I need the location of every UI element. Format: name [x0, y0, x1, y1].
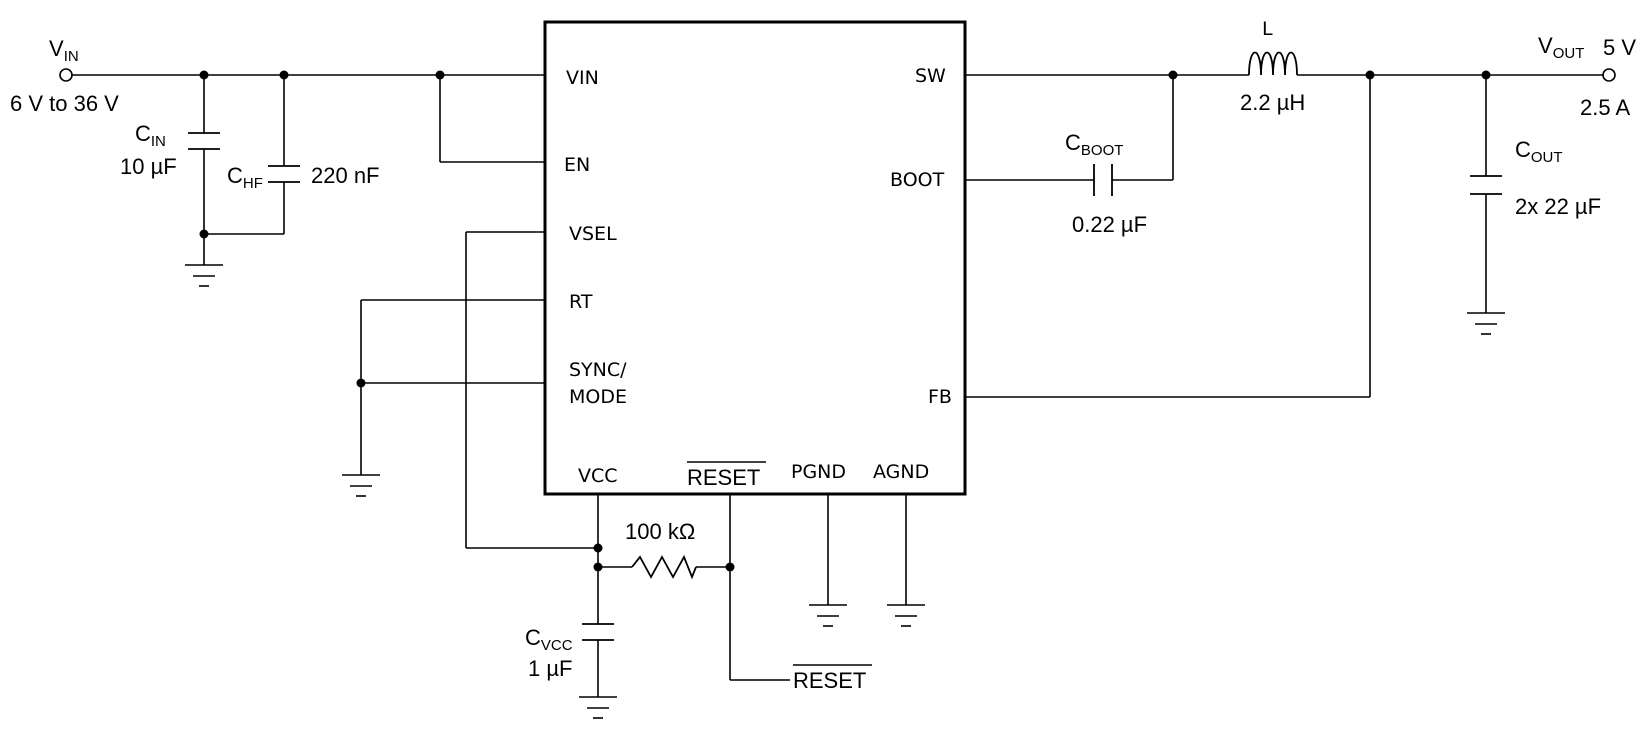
pin-label-vin: VIN: [566, 67, 599, 89]
junction-dot: [435, 70, 445, 80]
pin-label-rt: RT: [569, 291, 593, 313]
rt-ground-symbol: [342, 474, 380, 497]
vin-label: VIN: [49, 36, 79, 65]
cboot-capacitor: [1093, 164, 1113, 196]
junction-dot: [199, 70, 209, 80]
junction-dot: [279, 70, 289, 80]
input-wiring: [67, 74, 545, 265]
junction-dot: [1481, 70, 1491, 80]
cout-value: 2x 22 µF: [1515, 194, 1601, 219]
pin-label-pgnd: PGND: [791, 461, 846, 483]
chf-label: CHF: [227, 163, 263, 192]
output-ground-symbol: [1467, 312, 1505, 335]
input-ground-symbol: [185, 264, 223, 287]
pin-label-vcc: VCC: [578, 465, 618, 487]
junction-dot: [356, 378, 366, 388]
vout-voltage: 5 V: [1603, 35, 1636, 60]
cin-label: CIN: [135, 121, 166, 150]
vout-label: VOUT: [1538, 33, 1584, 62]
vout-terminal: [1602, 68, 1616, 82]
cvcc-value: 1 µF: [528, 656, 572, 681]
output-wiring: [965, 74, 1603, 398]
reset-output-label: RESET: [793, 668, 866, 693]
bottom-wiring: [597, 494, 907, 697]
junction-dot: [725, 562, 735, 572]
junction-dot: [1365, 70, 1375, 80]
resistor-value: 100 kΩ: [625, 519, 695, 544]
pin-label-reset: RESET: [687, 465, 760, 490]
pin-label-agnd: AGND: [873, 461, 929, 483]
vout-current: 2.5 A: [1580, 95, 1630, 120]
cvcc-ground-symbol: [579, 696, 617, 719]
cvcc-capacitor: [582, 623, 614, 641]
ic-body: [543, 20, 967, 496]
pgnd-ground-symbol: [809, 604, 847, 627]
chf-capacitor: [268, 165, 300, 183]
cout-capacitor: [1470, 175, 1502, 195]
pin-label-sw: SW: [915, 65, 946, 87]
pin-label-en: EN: [564, 154, 590, 176]
junction-dot: [1168, 70, 1178, 80]
inductor-coil: [1248, 51, 1298, 76]
pin-label-mode: MODE: [569, 386, 627, 408]
junction-dot: [593, 543, 603, 553]
cboot-label: CBOOT: [1065, 130, 1123, 159]
cboot-value: 0.22 µF: [1072, 212, 1147, 237]
vin-terminal: [59, 68, 73, 82]
cin-value: 10 µF: [120, 154, 177, 179]
junction-dot: [199, 229, 209, 239]
agnd-ground-symbol: [887, 604, 925, 627]
inductor-label: L: [1262, 18, 1273, 40]
cout-label: COUT: [1515, 137, 1563, 166]
resistor-zigzag: [631, 554, 697, 580]
pin-label-fb: FB: [928, 386, 952, 408]
vin-range-label: 6 V to 36 V: [10, 91, 119, 116]
pin-label-sync: SYNC/: [569, 359, 627, 381]
chf-value: 220 nF: [311, 163, 380, 188]
cin-capacitor: [188, 132, 220, 150]
cvcc-label: CVCC: [525, 625, 573, 654]
pin-label-boot: BOOT: [890, 169, 945, 191]
pin-label-vsel: VSEL: [569, 223, 617, 245]
junction-dot: [593, 562, 603, 572]
inductor-value: 2.2 µH: [1240, 90, 1305, 115]
